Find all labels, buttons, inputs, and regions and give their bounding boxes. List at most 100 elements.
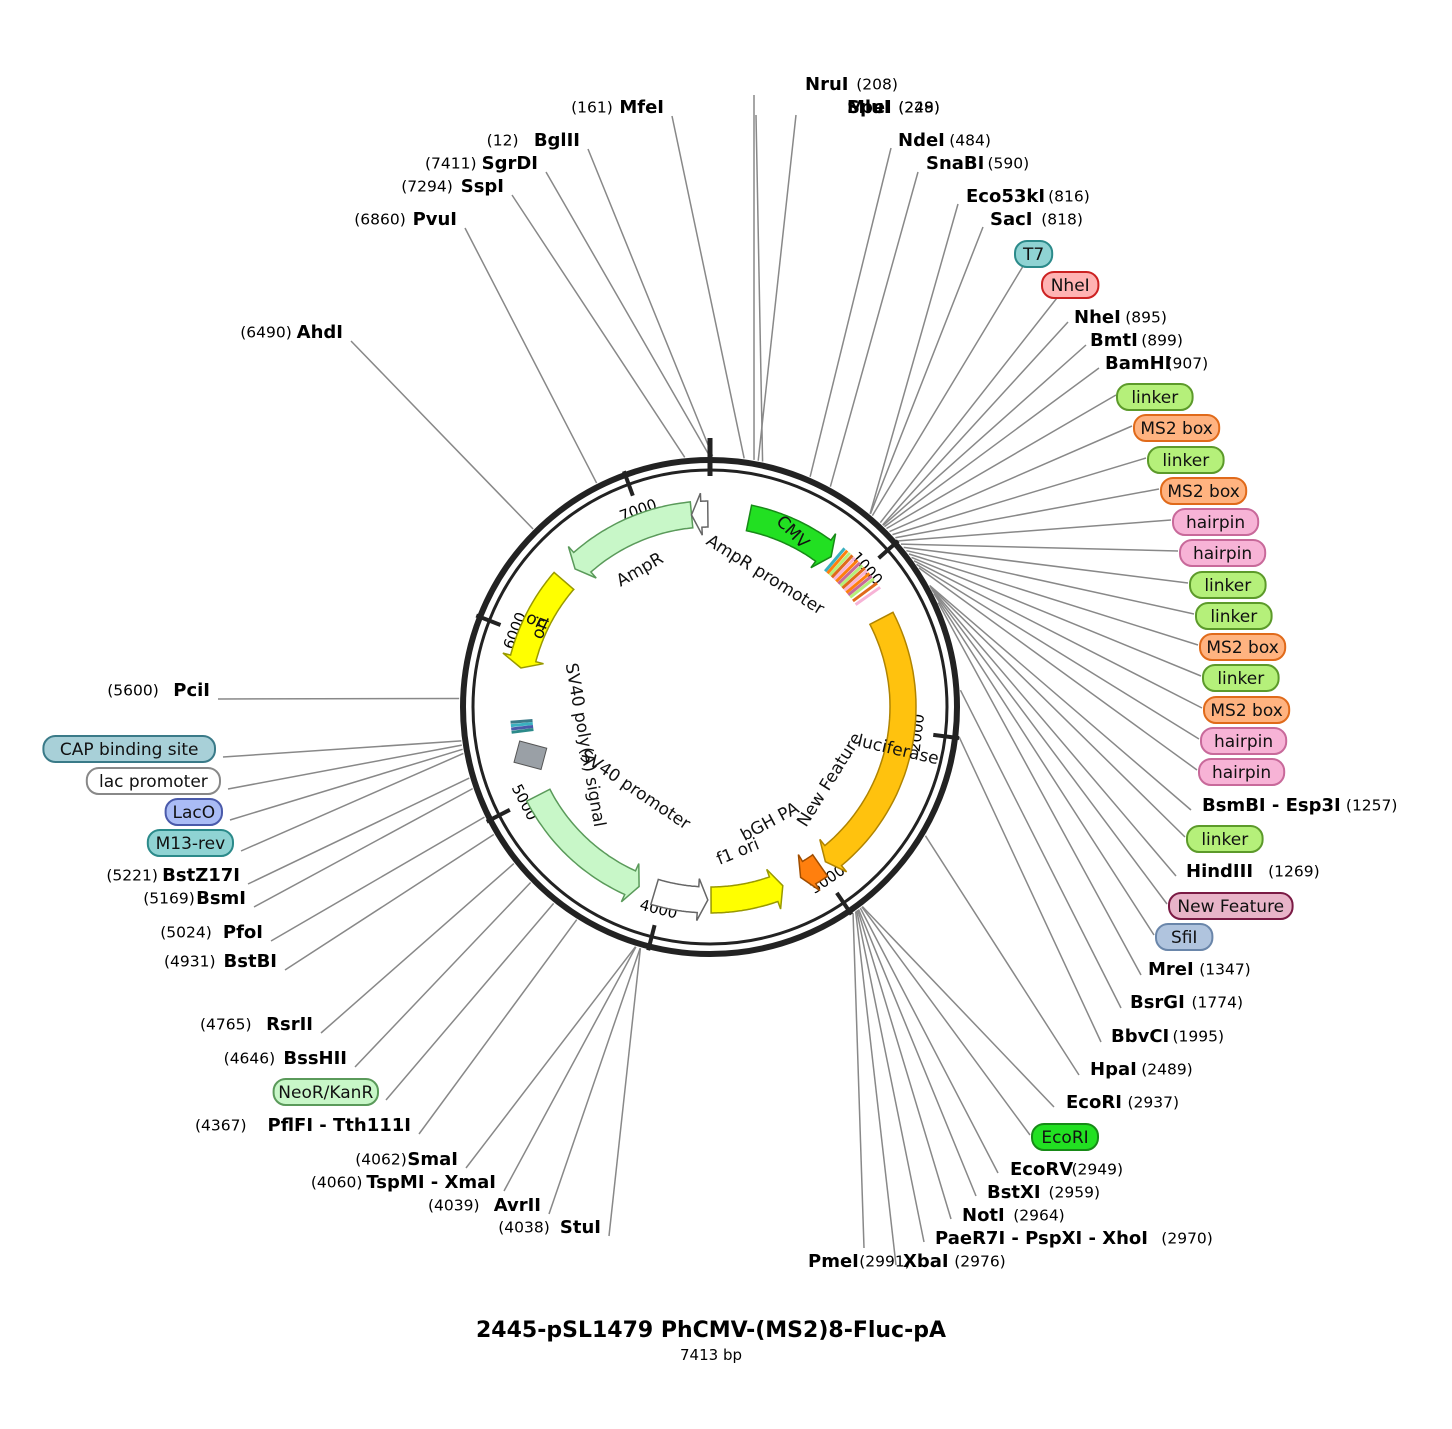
cluster-mark: [837, 561, 862, 585]
enzyme-site-stui[interactable]: StuI(4038): [498, 1217, 601, 1238]
enzyme-site-hindiii[interactable]: HindIII(1269): [1186, 861, 1320, 882]
site-position: (4765): [200, 1016, 252, 1034]
cluster-mark: [847, 574, 873, 597]
site-name: MreI: [1148, 959, 1194, 980]
feature-tag-hairpin[interactable]: hairpin: [1179, 539, 1267, 567]
leader-line: [906, 549, 1195, 615]
feature-tag-sfii[interactable]: SfiI: [1155, 923, 1214, 951]
feature-tag-hairpin[interactable]: hairpin: [1172, 508, 1260, 536]
leader-line: [418, 919, 578, 1135]
site-name: RsrII: [266, 1014, 313, 1035]
enzyme-site-tspmi-xmai[interactable]: TspMI - XmaI(4060): [311, 1172, 496, 1193]
enzyme-site-ahdi[interactable]: AhdI(6490): [240, 322, 343, 343]
site-name: BbvCI: [1111, 1026, 1169, 1047]
feature-tag-lac-promoter[interactable]: lac promoter: [85, 767, 221, 795]
site-name: NruI: [805, 74, 848, 95]
site-name: BstBI: [224, 951, 277, 972]
enzyme-site-pfoi[interactable]: PfoI(5024): [160, 922, 263, 943]
leader-line: [855, 910, 925, 1243]
feature-tag-linker[interactable]: linker: [1147, 446, 1225, 474]
enzyme-site-bstbi[interactable]: BstBI(4931): [164, 951, 277, 972]
enzyme-site-ecorv[interactable]: EcoRV(2949): [1010, 1159, 1123, 1180]
plasmid-title: 2445-pSL1479 PhCMV-(MS2)8-Fluc-pA: [475, 1318, 946, 1343]
tag-pill: [1041, 271, 1100, 299]
cluster-mark: [824, 547, 846, 573]
leader-line: [913, 560, 1203, 709]
cluster-mark: [830, 554, 854, 579]
feature-tag-ms2-box[interactable]: MS2 box: [1203, 696, 1291, 724]
enzyme-site-paer7i-pspxi-xhoi[interactable]: PaeR7I - PspXI - XhoI(2970): [935, 1228, 1213, 1249]
feature-tag-m13-rev[interactable]: M13-rev: [146, 829, 234, 857]
enzyme-site-saci[interactable]: SacI(818): [990, 209, 1083, 230]
enzyme-site-nrui[interactable]: NruI(208): [805, 74, 898, 95]
feature-tag-hairpin[interactable]: hairpin: [1198, 758, 1286, 786]
feature-tag-linker[interactable]: linker: [1202, 664, 1280, 692]
tick-mark: [622, 470, 635, 497]
enzyme-site-pcii[interactable]: PciI(5600): [107, 680, 210, 701]
site-name: SspI: [461, 176, 504, 197]
enzyme-site-pmei[interactable]: PmeI(2991): [808, 1251, 911, 1272]
enzyme-site-ecori[interactable]: EcoRI(2937): [1066, 1092, 1179, 1113]
enzyme-site-noti[interactable]: NotI(2964): [962, 1205, 1065, 1226]
enzyme-site-bsshii[interactable]: BssHII(4646): [224, 1048, 347, 1069]
feature-tag-linker[interactable]: linker: [1116, 383, 1194, 411]
feature-tag-linker[interactable]: linker: [1189, 571, 1267, 599]
enzyme-site-avrii[interactable]: AvrII(4039): [428, 1195, 541, 1216]
enzyme-site-sspi[interactable]: SspI(7294): [401, 176, 504, 197]
enzyme-site-bmti[interactable]: BmtI(899): [1090, 330, 1183, 351]
site-name: Eco53kI: [966, 186, 1045, 207]
enzyme-site-bsmi[interactable]: BsmI(5169): [143, 888, 246, 909]
leader-line: [587, 148, 714, 457]
enzyme-site-bbvci[interactable]: BbvCI(1995): [1111, 1026, 1224, 1047]
enzyme-site-mrei[interactable]: MreI(1347): [1148, 959, 1251, 980]
enzyme-site-mfei[interactable]: MfeI(161): [571, 97, 664, 118]
feature-tag-new-feature[interactable]: New Feature: [1168, 892, 1294, 920]
feature-tag-laco[interactable]: LacO: [164, 798, 224, 826]
site-name: AvrII: [494, 1195, 541, 1216]
site-position: (5024): [160, 924, 212, 942]
feature-tag-t7[interactable]: T7: [1014, 240, 1054, 268]
leader-line: [882, 344, 1087, 526]
enzyme-site-eco53ki[interactable]: Eco53kI(816): [966, 186, 1090, 207]
enzyme-site-bamhi[interactable]: BamHI(907): [1105, 353, 1208, 374]
leader-line: [545, 171, 711, 457]
enzyme-site-bsmbi-esp3i[interactable]: BsmBI - Esp3I(1257): [1202, 795, 1397, 816]
enzyme-site-smai[interactable]: SmaI(4062): [355, 1149, 458, 1170]
enzyme-site-pflfi-tth111i[interactable]: PflFI - Tth111I(4367): [195, 1115, 411, 1136]
feature-tag-neor-kanr[interactable]: NeoR/KanR: [272, 1078, 380, 1106]
feature-tag-ms2-box[interactable]: MS2 box: [1133, 414, 1221, 442]
enzyme-site-ndei[interactable]: NdeI(484): [898, 130, 991, 151]
feature-tag-linker[interactable]: linker: [1195, 602, 1273, 630]
leader-line: [918, 567, 1198, 771]
feature-tag-cap-binding-site[interactable]: CAP binding site: [42, 735, 217, 763]
enzyme-site-bstz17i[interactable]: BstZ17I(5221): [106, 865, 240, 886]
enzyme-site-bglii[interactable]: BglII(12): [487, 130, 580, 151]
plasmid-length: 7413 bp: [680, 1346, 742, 1364]
feature-tag-ecori[interactable]: EcoRI: [1031, 1123, 1099, 1151]
enzyme-site-spei[interactable]: SpeI(249): [847, 97, 940, 118]
tag-pill: [164, 798, 224, 826]
cluster-mark: [839, 564, 864, 587]
enzyme-site-xbai[interactable]: XbaI(2976): [903, 1251, 1006, 1272]
enzyme-site-rsrii[interactable]: RsrII (4765): [200, 1014, 313, 1035]
feature-tag-ms2-box[interactable]: MS2 box: [1199, 633, 1287, 661]
enzyme-site-bstxi[interactable]: BstXI(2959): [987, 1182, 1100, 1203]
feature-tag-hairpin[interactable]: hairpin: [1200, 727, 1288, 755]
enzyme-site-hpai[interactable]: HpaI(2489): [1090, 1059, 1193, 1080]
enzyme-site-nhei[interactable]: NheI(895): [1074, 307, 1167, 328]
enzyme-site-mlui[interactable]: MluI(228): [847, 97, 940, 118]
feature-arrow-f1-ori: [710, 868, 784, 914]
feature-tag-linker[interactable]: linker: [1186, 825, 1264, 853]
leader-lines: [217, 94, 1203, 1266]
feature-tag-ms2-box[interactable]: MS2 box: [1160, 477, 1248, 505]
enzyme-site-sgrdi[interactable]: SgrDI(7411): [425, 153, 538, 174]
site-position: (895): [1125, 309, 1167, 327]
enzyme-site-bsrgi[interactable]: BsrGI(1774): [1130, 992, 1243, 1013]
leader-line: [464, 227, 598, 484]
enzyme-site-snabi[interactable]: SnaBI(590): [926, 153, 1029, 174]
feature-tag-nhei[interactable]: NheI: [1041, 271, 1100, 299]
enzyme-site-pvui[interactable]: PvuI(6860): [354, 209, 457, 230]
site-position: (2489): [1141, 1061, 1193, 1079]
